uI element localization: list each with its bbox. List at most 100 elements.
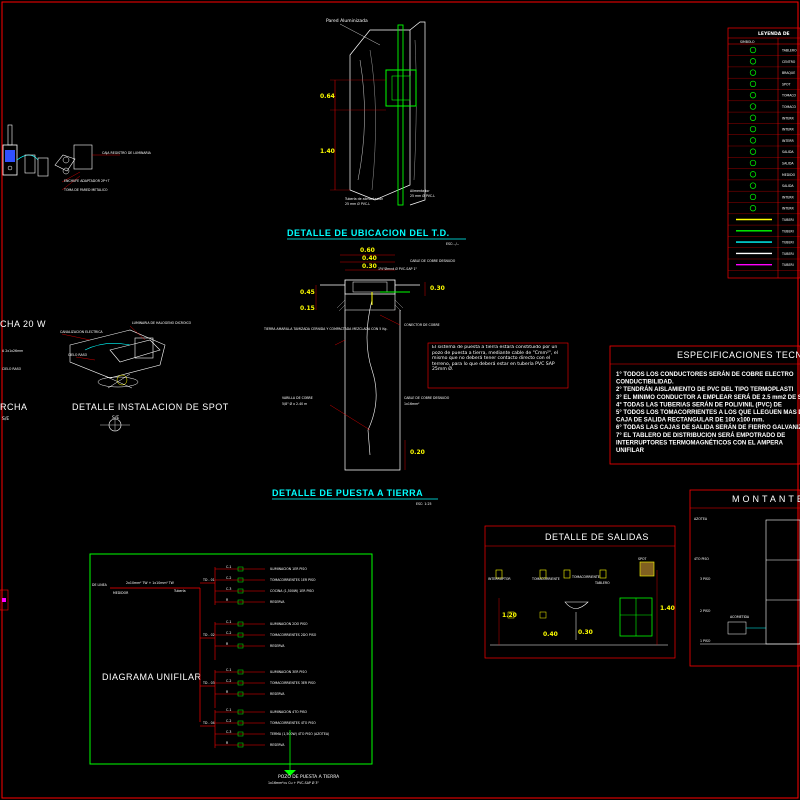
circuit-name: RESERVA [270,644,285,648]
circuit-id: R [226,598,229,602]
circuit-id: C-2 [226,679,231,683]
spot-label-cielo: CIELO RASO [68,353,88,357]
ground-well-spec: 1x16mm²cu Cu + PVC-SAP Ø 3" [268,780,319,785]
legend-symbol [749,69,757,76]
breaker-symbol [237,643,244,649]
spot-title: DETALLE INSTALACION DE SPOT [72,402,229,412]
ground-dim-0: 0.60 [360,247,375,254]
breaker-symbol [237,669,244,675]
legend-row-label: INTERR [782,195,795,199]
legend-symbol [749,193,757,201]
breaker-symbol [237,731,244,737]
circuit-name: TERMA (1,500W) 4TO PISO (AZOTEA) [269,732,329,736]
ground-title: DETALLE DE PUESTA A TIERRA [272,488,423,498]
breaker-symbol [237,742,244,748]
legend-row-label: BRAQUE [782,71,795,75]
spec-item: 7° EL TABLERO DE DISTRIBUCION SERÁ EMPOT… [616,432,785,439]
ground-label-rod: VARILLA DE COBRE [282,396,313,400]
breaker-symbol [237,599,244,605]
spot-scale: S/E [112,415,119,421]
legend-symbol [749,58,757,65]
partial-scale: S/E [2,416,9,422]
circuit-id: C-1 [226,565,231,569]
legend-row-label: TUBERI [781,229,794,233]
breaker-symbol [237,709,244,715]
spec-item: CONDUCTIBILIDAD. [616,380,674,386]
legend-row-label: TUBERI [781,218,794,222]
ground-dim-6: 0.20 [410,449,425,456]
outlets-label-0: INTERRUPTOR [488,577,511,581]
single-line-diagram: DIAGRAMA UNIFILAR DE LINEA MEDIDOR 2x10m… [89,553,373,785]
circuit-id: C-3 [226,587,231,591]
spec-title: ESPECIFICACIONES TECN [677,350,800,360]
td-pipe-spec: 25 mm Ø PVC-L [345,201,370,206]
circuit-name: ILUMINACION 3ER PISO [270,670,307,674]
circuit-id: C-1 [226,708,231,712]
breaker-symbol [237,720,244,726]
ground-dim-5: 0.30 [430,285,445,292]
label-toma-pared: TOMA DE PARED METALICO [63,188,108,192]
unifilar-main-pipe: Tubería [173,589,186,593]
unifilar-title: DIAGRAMA UNIFILAR [102,672,202,682]
td-wall-spec: 25 mm Ø PVC-L [410,193,435,198]
legend-table: LEYENDA DE SIMBOLO TABLEROCENTROBRAQUESP… [727,27,800,279]
ground-label-cable: CABLE DE COBRE DESNUDO [410,259,456,263]
outlets-label-3: TABLERO [594,581,610,585]
riser-level-4: 1 PISO [700,639,711,643]
circuit-name: TOMACORRIENTES 4TO PISO [269,721,316,725]
td-label-4: TD - 04 [202,721,215,725]
spec-item: 3° EL MINIMO CONDUCTOR A EMPLEAR SERÁ DE… [616,394,800,401]
td-label-2: TD - 02 [202,633,215,637]
riser-title: MONTANTE [732,494,800,504]
ground-label-fill: TIERRA AMARILLA TAMIZADA CERNIDA Y COMPA… [263,327,387,331]
ground-detail: 0.60 0.40 0.30 0.45 0.15 0.30 0.20 CABLE… [263,247,569,506]
ground-label-connector: CONECTOR DE COBRE [404,323,440,327]
ground-well-label: POZO DE PUESTA A TIERRA [278,774,340,780]
label-enchufe: ENCHUFE ADAPTADOR 2P+T [64,179,110,183]
legend-title: LEYENDA DE [758,31,790,37]
label-caja-registro: CAJA REGISTRO DE LUMINARIA [102,151,152,155]
outlets-dim-1: 0.40 [543,631,558,638]
riser-level-2: 3 PISO [700,577,711,581]
legend-symbol [749,103,757,110]
circuit-name: RESERVA [270,600,285,604]
circuit-id: R [226,741,229,745]
tomacorriente-detail: CAJA REGISTRO DE LUMINARIA ENCHUFE ADAPT… [2,124,152,192]
td-dim-bottom: 1.40 [320,148,335,155]
partial-note-2: CIELO RASO [2,367,22,371]
legend-symbol [749,92,757,99]
unifilar-main-cable: 2x10mm² TW + 1x10mm² TW [126,581,175,585]
circuit-id: C-2 [226,631,231,635]
spec-item: 2° TENDRÁN AISLAMIENTO DE PVC DEL TIPO T… [616,386,794,393]
ground-label-conduit: 1½"Ømnd Ø PVC-SAP 1" [378,266,417,271]
legend-symbol [749,171,757,178]
breaker-symbol [237,588,244,594]
legend-row-label: CENTRO [782,60,796,64]
spot-label-luminaria: LUMINARIA DE HALOGENO DICROICO [132,321,192,325]
circuit-id: R [226,690,229,694]
td-label-1: TD - 01 [202,578,215,582]
td-dim-top: 0.64 [320,93,335,100]
legend-row-label: TUBERI [781,263,794,267]
ground-note: El sistema de puesta a tierra estará con… [432,345,558,373]
legend-row-label: TOMACO [781,94,797,98]
legend-symbol [749,148,757,155]
legend-row-label: SALIDA [782,162,794,166]
td-wall-label: Pared Aluminizada [326,18,368,24]
legend-symbol [749,46,757,54]
legend-row-label: TUBERI [781,252,794,256]
legend-row-label: INTERR [782,139,795,143]
circuit-name: ILUMINACION 4TO PISO [270,710,308,714]
ground-dim-2: 0.30 [362,263,377,270]
legend-row-label: INTERR [782,116,795,120]
circuit-id: C-3 [226,730,231,734]
legend-col-symbol: SIMBOLO [740,40,755,44]
partial-title-rcha: RCHA [0,402,28,412]
circuit-name: TOMACORRIENTES 2DO PISO [269,633,317,637]
riser-diagram: MONTANTE AZOTEA 4TO PISO 3 PISO 2 PISO 1… [689,489,800,667]
spot-label-canalizacion: CANALIZACION ELECTRICA [60,330,103,334]
riser-level-0: AZOTEA [694,517,708,521]
legend-row-label: TOMACO [781,105,797,109]
